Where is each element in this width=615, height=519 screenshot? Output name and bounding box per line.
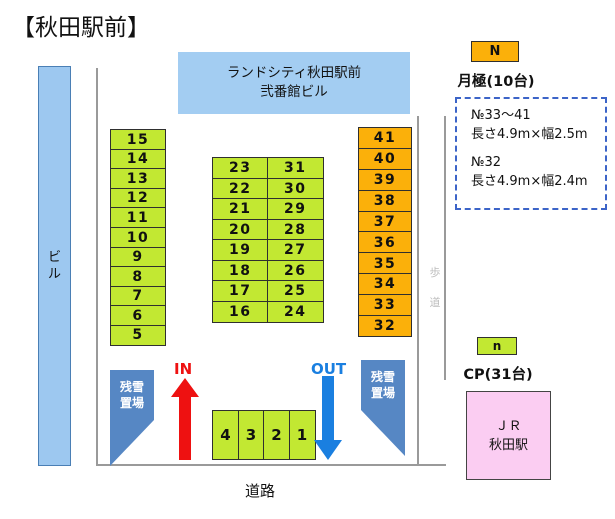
entrance-arrow-icon [171, 378, 199, 460]
sidewalk-label-char-1: 歩 [429, 266, 441, 279]
parking-stall[interactable]: 22 [212, 177, 269, 200]
building-top-line-2: 弐番館ビル [260, 84, 328, 100]
boundary-line-bottom [96, 464, 446, 466]
parking-stall-monthly[interactable]: 41 [358, 127, 412, 150]
parking-stall-monthly[interactable]: 40 [358, 147, 412, 171]
parking-stall[interactable]: 15 [110, 129, 166, 151]
parking-stall-monthly[interactable]: 33 [358, 294, 412, 317]
parking-stall[interactable]: 12 [110, 187, 166, 209]
snow-storage-right-line-2: 置場 [370, 386, 395, 400]
building-left-label-char-2: ル [47, 267, 61, 282]
building-left-label: ビ ル [39, 249, 70, 283]
parking-stall-monthly[interactable]: 36 [358, 231, 412, 254]
parking-stall[interactable]: 8 [110, 266, 166, 288]
boundary-line-left [96, 68, 98, 466]
parking-stall[interactable]: 27 [267, 239, 324, 261]
parking-stall-monthly[interactable]: 35 [358, 252, 412, 275]
sidewalk-label: 歩 道 [427, 258, 443, 318]
parking-stall[interactable]: 24 [267, 300, 324, 323]
parking-stall[interactable]: 18 [212, 259, 269, 282]
legend-monthly-detail-1-no: №33〜41 [471, 108, 531, 123]
parking-stall-monthly[interactable]: 34 [358, 273, 412, 296]
parking-stall[interactable]: 9 [110, 246, 166, 268]
stall-row: 22 30 [212, 177, 325, 200]
parking-stall[interactable]: 6 [110, 305, 166, 327]
parking-stall[interactable]: 28 [267, 218, 324, 241]
sidewalk-label-char-2: 道 [429, 296, 441, 309]
snow-storage-left-label: 残雪 置場 [110, 370, 154, 411]
parking-stall[interactable]: 26 [267, 259, 324, 282]
building-left: ビ ル [38, 66, 71, 466]
parking-stall[interactable]: 23 [212, 157, 269, 179]
legend-badge-coin-parking: n [477, 337, 517, 355]
snow-storage-left-line-2: 置場 [119, 396, 144, 410]
stall-row-bottom: 4 3 2 1 [212, 410, 316, 460]
parking-stall[interactable]: 20 [212, 218, 269, 241]
parking-stall[interactable]: 13 [110, 168, 166, 190]
legend-monthly-details: №33〜41 長さ4.9m×幅2.5m №32 長さ4.9m×幅2.4m [455, 97, 607, 210]
snow-storage-right: 残雪 置場 [361, 360, 405, 456]
jr-station-line-2: 秋田駅 [488, 437, 528, 453]
page-title: 【秋田駅前】 [12, 15, 150, 41]
exit-arrow-icon [314, 376, 342, 460]
stall-column-right-monthly: 41 40 39 38 37 36 35 34 33 32 [358, 127, 412, 338]
parking-stall[interactable]: 31 [267, 157, 324, 179]
legend-badge-monthly: N [471, 41, 519, 62]
legend-monthly-detail-2-size: 長さ4.9m×幅2.4m [471, 174, 588, 189]
parking-stall[interactable]: 4 [212, 410, 239, 460]
building-top: ランドシティ秋田駅前 弐番館ビル [178, 52, 410, 114]
legend-monthly-detail-2-no: №32 [471, 155, 502, 170]
stall-column-left: 15 14 13 12 11 10 9 8 7 6 5 [110, 129, 166, 347]
snow-storage-right-shape [361, 360, 405, 456]
legend-detail-spacer [471, 144, 605, 153]
stall-row: 21 29 [212, 198, 325, 220]
boundary-line-inner-right [417, 116, 419, 466]
parking-stall[interactable]: 16 [212, 300, 269, 323]
stall-row: 16 24 [212, 300, 325, 323]
parking-stall[interactable]: 14 [110, 148, 166, 170]
parking-stall[interactable]: 30 [267, 177, 324, 200]
stall-row: 20 28 [212, 218, 325, 241]
parking-stall[interactable]: 25 [267, 280, 324, 302]
parking-stall[interactable]: 5 [110, 324, 166, 347]
jr-station-box: ＪＲ 秋田駅 [466, 391, 551, 480]
stall-row: 19 27 [212, 239, 325, 261]
building-left-label-char-1: ビ [47, 250, 61, 265]
stall-row: 17 25 [212, 280, 325, 302]
entrance-label: IN [174, 360, 193, 378]
parking-stall[interactable]: 29 [267, 198, 324, 220]
stall-row: 18 26 [212, 259, 325, 282]
parking-stall[interactable]: 10 [110, 226, 166, 249]
snow-storage-right-line-1: 残雪 [370, 370, 395, 384]
parking-stall-monthly[interactable]: 39 [358, 168, 412, 192]
parking-stall-monthly[interactable]: 32 [358, 315, 412, 338]
boundary-line-outer-right [444, 116, 446, 380]
parking-stall-monthly[interactable]: 38 [358, 189, 412, 213]
parking-stall[interactable]: 3 [237, 410, 265, 460]
snow-storage-right-label: 残雪 置場 [361, 360, 405, 401]
parking-stall[interactable]: 17 [212, 280, 269, 302]
building-top-line-1: ランドシティ秋田駅前 [226, 65, 362, 81]
parking-stall[interactable]: 19 [212, 239, 269, 261]
snow-storage-left-line-1: 残雪 [119, 380, 144, 394]
exit-label: OUT [311, 360, 347, 378]
parking-stall[interactable]: 21 [212, 198, 269, 220]
legend-monthly-detail-1-size: 長さ4.9m×幅2.5m [471, 127, 588, 142]
parking-stall[interactable]: 2 [263, 410, 290, 460]
legend-caption-monthly: 月極(10台) [457, 74, 535, 90]
stall-row: 23 31 [212, 157, 325, 179]
stall-grid-center: 23 31 22 30 21 29 20 28 19 27 18 26 17 2… [212, 157, 325, 323]
parking-stall[interactable]: 11 [110, 207, 166, 229]
road-label: 道路 [244, 482, 275, 500]
snow-storage-left: 残雪 置場 [110, 370, 154, 466]
legend-caption-coin-parking: CP(31台) [463, 367, 533, 383]
parking-stall-monthly[interactable]: 37 [358, 210, 412, 233]
jr-station-line-1: ＪＲ [495, 418, 522, 434]
parking-stall[interactable]: 7 [110, 285, 166, 307]
snow-storage-left-shape [110, 370, 154, 466]
parking-stall[interactable]: 1 [288, 410, 316, 460]
